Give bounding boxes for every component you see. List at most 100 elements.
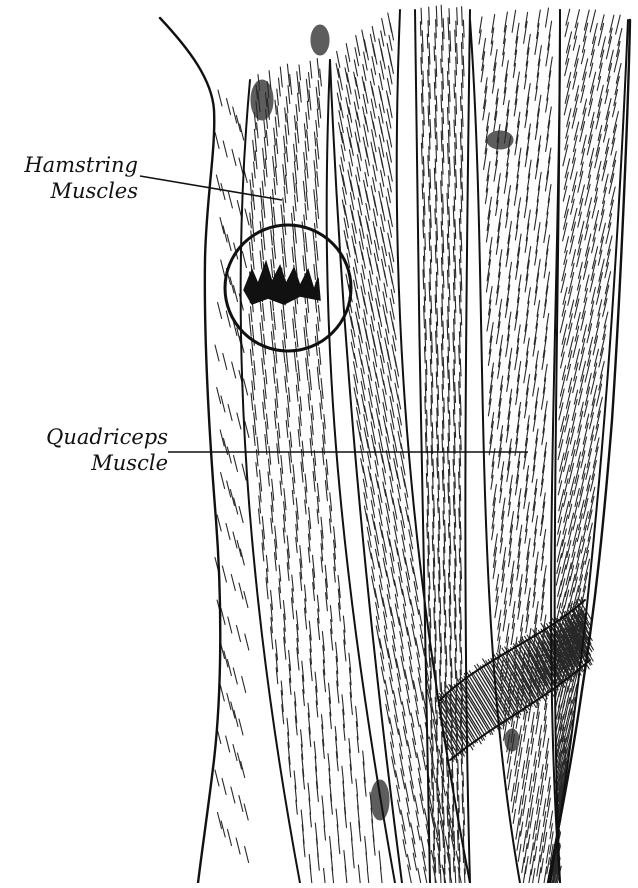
fibre-stroke bbox=[284, 333, 286, 348]
fibre-stroke bbox=[448, 384, 449, 402]
fibre-stroke bbox=[372, 57, 376, 75]
fibre-stroke bbox=[442, 158, 443, 174]
hamstring-label-line2: Muscles bbox=[8, 178, 138, 204]
fibre-stroke bbox=[422, 94, 423, 114]
fibre-stroke bbox=[375, 536, 379, 556]
fibre-stroke bbox=[388, 66, 392, 84]
fibre-stroke bbox=[294, 162, 296, 184]
fibre-stroke bbox=[381, 49, 385, 69]
fibre-stroke bbox=[558, 504, 563, 523]
fibre-stroke bbox=[313, 230, 315, 251]
fibre-stroke bbox=[417, 653, 420, 670]
fibre-stroke bbox=[453, 206, 454, 227]
fibre-stroke bbox=[383, 598, 387, 617]
fibre-stroke bbox=[314, 190, 316, 210]
fibre-stroke bbox=[391, 290, 394, 304]
fibre-stroke bbox=[455, 383, 456, 403]
fibre-stroke bbox=[453, 333, 454, 352]
fibre-stroke bbox=[393, 445, 397, 467]
fibre-stroke bbox=[522, 858, 524, 873]
fibre-stroke bbox=[411, 600, 414, 616]
fibre-stroke bbox=[443, 145, 444, 163]
fibre-stroke bbox=[271, 230, 273, 245]
fibre-stroke bbox=[384, 283, 387, 297]
fibre-stroke bbox=[436, 96, 437, 111]
fibre-stroke bbox=[304, 328, 306, 347]
fibre-stroke bbox=[380, 639, 384, 659]
quadriceps-muscle-label: Quadriceps Muscle bbox=[8, 424, 168, 476]
fibre-stroke bbox=[424, 247, 425, 261]
fibre-stroke bbox=[390, 553, 394, 573]
fibre-stroke bbox=[395, 715, 399, 734]
fibre-stroke bbox=[263, 148, 265, 168]
fibre-stroke bbox=[463, 34, 464, 49]
fibre-stroke bbox=[435, 69, 436, 88]
fibre-stroke bbox=[389, 163, 393, 181]
fibre-stroke bbox=[455, 866, 456, 883]
fibre-stroke bbox=[252, 219, 254, 241]
fibre-stroke bbox=[358, 865, 360, 883]
fibre-stroke bbox=[273, 324, 275, 339]
fibre-stroke bbox=[427, 460, 428, 476]
fibre-stroke bbox=[435, 105, 436, 127]
fibre-stroke bbox=[523, 866, 527, 883]
fibre-stroke bbox=[234, 456, 238, 472]
fibre-stroke bbox=[443, 68, 444, 89]
fibre-stroke bbox=[432, 373, 433, 387]
fibre-stroke bbox=[459, 870, 460, 883]
fibre-stroke bbox=[442, 434, 443, 451]
fibre-stroke bbox=[215, 345, 219, 361]
fibre-stroke bbox=[300, 397, 301, 411]
fibre-stroke bbox=[449, 560, 450, 577]
fibre-stroke bbox=[298, 430, 300, 447]
fibre-stroke bbox=[453, 410, 454, 426]
fibre-stroke bbox=[228, 617, 232, 633]
fibre-stroke bbox=[455, 183, 456, 199]
fibre-stroke bbox=[443, 421, 444, 440]
fibre-stroke bbox=[443, 833, 444, 847]
fibre-stroke bbox=[429, 133, 430, 149]
fibre-stroke bbox=[386, 437, 390, 459]
fibre-stroke bbox=[250, 350, 252, 366]
fibre-stroke bbox=[423, 220, 424, 238]
fibre-stroke bbox=[560, 453, 564, 471]
fibre-stroke bbox=[521, 822, 523, 836]
fibre-stroke bbox=[296, 800, 297, 814]
fibre-stroke bbox=[316, 241, 318, 260]
fibre-stroke bbox=[293, 206, 294, 220]
fibre-stroke bbox=[460, 634, 461, 652]
fibre-stroke bbox=[362, 265, 365, 279]
hamstring-muscles-label: Hamstring Muscles bbox=[8, 152, 138, 204]
fibre-stroke bbox=[261, 239, 263, 259]
fibre-stroke bbox=[254, 162, 256, 178]
fibre-stroke bbox=[433, 809, 434, 823]
fibre-stroke bbox=[457, 8, 458, 25]
fibre-stroke bbox=[305, 170, 307, 192]
fibre-stroke bbox=[442, 32, 443, 50]
fibre-stroke bbox=[461, 648, 462, 664]
fibre-stroke bbox=[440, 611, 441, 625]
fibre-stroke bbox=[244, 804, 248, 820]
fibre-stroke bbox=[233, 668, 237, 684]
fibre-stroke bbox=[425, 347, 426, 363]
fibre-stroke bbox=[556, 567, 560, 585]
fibre-stroke bbox=[402, 590, 405, 606]
fibre-stroke bbox=[263, 304, 265, 321]
fibre-stroke bbox=[428, 21, 429, 37]
fibre-stroke bbox=[287, 114, 289, 135]
fibre-stroke bbox=[314, 161, 316, 178]
fibre-stroke bbox=[454, 233, 455, 250]
fibre-stroke bbox=[268, 459, 270, 475]
fibre-stroke bbox=[427, 523, 428, 538]
shading-patch bbox=[251, 80, 273, 120]
fibre-stroke bbox=[285, 108, 286, 122]
fibre-stroke bbox=[297, 373, 299, 391]
fibre-stroke bbox=[408, 516, 412, 537]
fibre-stroke bbox=[285, 376, 287, 392]
fibre-stroke bbox=[435, 33, 436, 49]
fibre-stroke bbox=[251, 202, 253, 219]
fibre-stroke bbox=[459, 598, 460, 613]
fibre-stroke bbox=[393, 498, 397, 519]
fibre-stroke bbox=[441, 181, 442, 202]
fibre-stroke bbox=[251, 231, 253, 251]
